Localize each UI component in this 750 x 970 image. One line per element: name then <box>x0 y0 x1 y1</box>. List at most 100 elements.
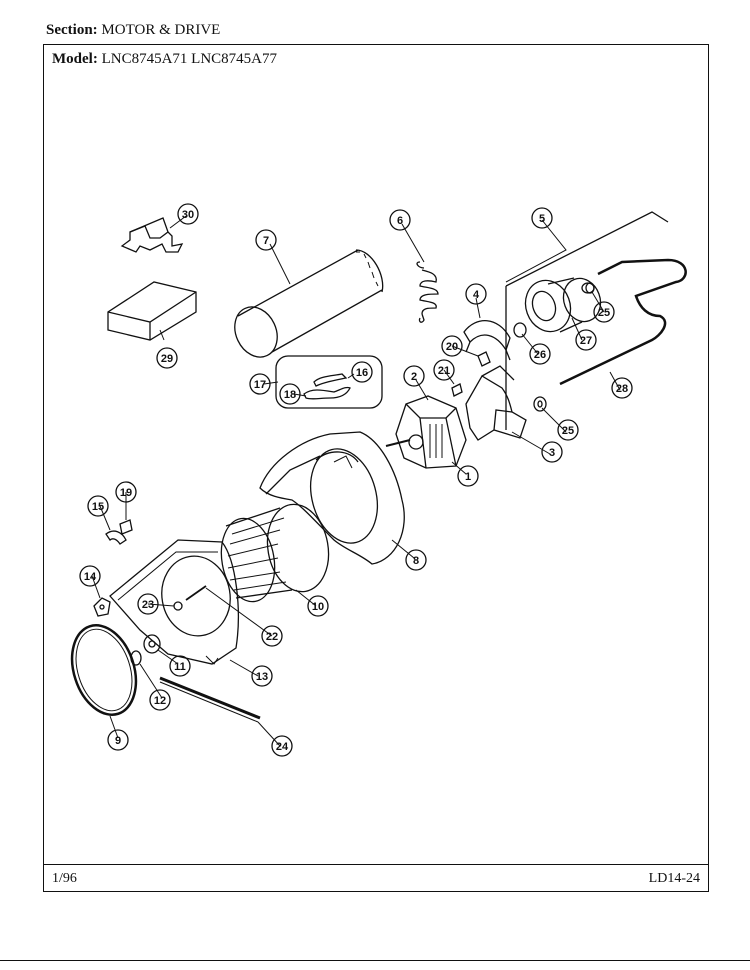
part-rear-group-5 <box>505 211 687 430</box>
callout-1: 1 <box>457 465 479 487</box>
model-value: LNC8745A71 LNC8745A77 <box>101 51 277 67</box>
svg-text:24: 24 <box>276 741 289 753</box>
svg-text:11: 11 <box>174 661 186 673</box>
svg-text:4: 4 <box>473 289 480 301</box>
part-clip-14 <box>93 597 111 617</box>
svg-text:12: 12 <box>154 695 166 707</box>
svg-text:19: 19 <box>120 487 132 499</box>
callout-26: 26 <box>529 343 551 365</box>
callout-21: 21 <box>433 359 455 381</box>
part-bearing-19 <box>119 519 133 535</box>
callout-17: 17 <box>249 373 271 395</box>
section-heading: Section: MOTOR & DRIVE <box>46 22 220 39</box>
svg-text:16: 16 <box>356 367 368 379</box>
callout-7: 7 <box>255 229 277 251</box>
svg-text:21: 21 <box>438 365 450 377</box>
svg-text:15: 15 <box>92 501 104 513</box>
part-front-panel-13 <box>109 539 239 665</box>
callout-13: 13 <box>251 665 273 687</box>
part-bearing-15 <box>105 530 127 545</box>
svg-text:6: 6 <box>397 215 403 227</box>
part-belt-9 <box>70 624 138 716</box>
part-pulley-27 <box>524 277 602 333</box>
callout-27: 27 <box>575 329 597 351</box>
callout-labels: 30 29 7 6 5 4 25 26 27 28 20 21 2 17 18 … <box>79 203 633 757</box>
svg-text:8: 8 <box>413 555 419 567</box>
callout-10: 10 <box>307 595 329 617</box>
callout-11: 11 <box>169 655 191 677</box>
svg-text:20: 20 <box>446 341 458 353</box>
part-screw-20 <box>477 351 491 367</box>
svg-text:7: 7 <box>263 235 269 247</box>
part-blower-wheel-10 <box>220 503 330 603</box>
callout-5: 5 <box>531 207 553 229</box>
part-nut-23 <box>173 601 183 611</box>
callout-16: 16 <box>351 361 373 383</box>
svg-text:5: 5 <box>539 213 545 225</box>
callout-4: 4 <box>465 283 487 305</box>
part-clip-4 <box>463 320 511 361</box>
model-heading: Model: LNC8745A71 LNC8745A77 <box>52 51 277 68</box>
svg-text:9: 9 <box>115 735 121 747</box>
part-bracket-3 <box>465 365 527 441</box>
svg-text:23: 23 <box>142 599 154 611</box>
callout-25b: 25 <box>557 419 579 441</box>
svg-text:18: 18 <box>284 389 296 401</box>
callout-3: 3 <box>541 441 563 463</box>
part-shaft-22 <box>185 585 207 601</box>
page-bottom-rule <box>0 960 750 961</box>
svg-text:27: 27 <box>580 335 592 347</box>
callout-12: 12 <box>149 689 171 711</box>
callout-20: 20 <box>441 335 463 357</box>
part-spring-6 <box>416 261 439 323</box>
part-bracket-30 <box>120 217 184 253</box>
callout-23: 23 <box>137 593 159 615</box>
svg-text:3: 3 <box>549 447 555 459</box>
model-label: Model: <box>52 51 98 67</box>
svg-text:22: 22 <box>266 631 278 643</box>
part-duct-7 <box>234 249 384 358</box>
svg-text:25: 25 <box>598 307 610 319</box>
part-washer-25a <box>585 282 595 294</box>
svg-text:25: 25 <box>562 425 574 437</box>
leader-lines <box>91 215 621 747</box>
svg-text:28: 28 <box>616 383 628 395</box>
callout-28: 28 <box>611 377 633 399</box>
part-washer-12 <box>130 650 142 666</box>
part-idler-11 <box>143 634 161 654</box>
callout-6: 6 <box>389 209 411 231</box>
svg-text:2: 2 <box>411 371 417 383</box>
svg-text:29: 29 <box>161 353 173 365</box>
part-washer-26 <box>513 322 527 338</box>
part-rod-24 <box>159 676 261 723</box>
part-motor-1 <box>385 395 467 469</box>
footer-divider <box>44 864 708 865</box>
svg-text:1: 1 <box>465 471 471 483</box>
footer-date: 1/96 <box>52 871 77 886</box>
svg-text:13: 13 <box>256 671 268 683</box>
callout-25a: 25 <box>593 301 615 323</box>
callout-2: 2 <box>403 365 425 387</box>
part-screw-21 <box>451 383 463 397</box>
svg-text:17: 17 <box>254 379 266 391</box>
svg-text:14: 14 <box>84 571 97 583</box>
footer-code: LD14-24 <box>648 871 700 886</box>
part-block-29 <box>107 281 197 341</box>
callout-15: 15 <box>87 495 109 517</box>
svg-text:30: 30 <box>182 209 194 221</box>
callout-30: 30 <box>177 203 199 225</box>
callout-22: 22 <box>261 625 283 647</box>
svg-text:26: 26 <box>534 349 546 361</box>
callout-19: 19 <box>115 481 137 503</box>
svg-text:10: 10 <box>312 601 324 613</box>
section-value: MOTOR & DRIVE <box>101 22 221 38</box>
callout-9: 9 <box>107 729 129 751</box>
section-label: Section: <box>46 22 98 38</box>
callout-18: 18 <box>279 383 301 405</box>
part-blower-housing-8 <box>259 431 405 565</box>
callout-8: 8 <box>405 549 427 571</box>
part-washer-25b <box>533 396 547 412</box>
callout-29: 29 <box>156 347 178 369</box>
callout-24: 24 <box>271 735 293 757</box>
